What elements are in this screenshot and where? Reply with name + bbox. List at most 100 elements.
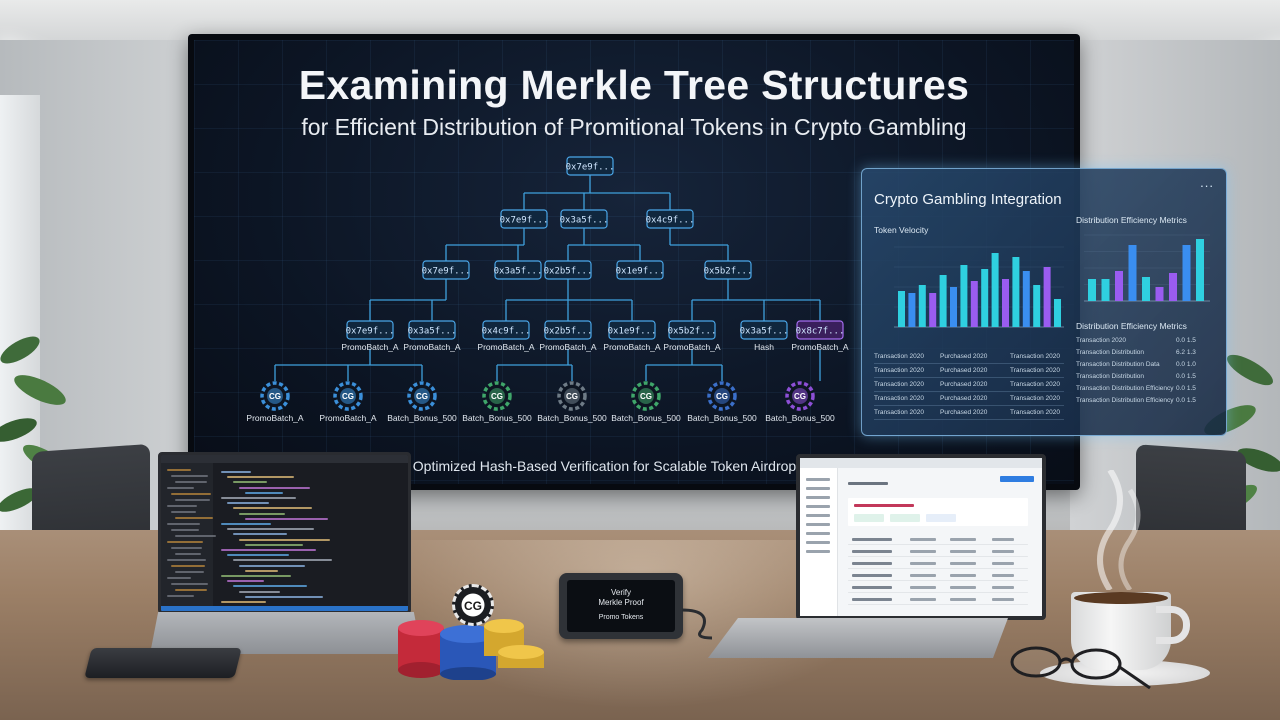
file-tree-item[interactable] [167,487,194,489]
token-leaf-chip[interactable]: CG [631,381,661,411]
merkle-l3-node[interactable]: 0x7e9f... [346,320,395,340]
merkle-l3-label: Hash [754,342,774,352]
merkle-l3-node[interactable]: 0x4c9f... [482,320,531,340]
sidebar-nav-item[interactable] [806,478,830,481]
status-pill [926,514,956,522]
merkle-l2-node[interactable]: 0x5b2f... [704,260,753,280]
chip-label: CG [491,392,503,401]
sidebar-nav-item[interactable] [806,541,830,544]
file-tree-item[interactable] [171,493,211,495]
sidebar-nav-item[interactable] [806,550,830,553]
merkle-l2-node[interactable]: 0x1e9f... [616,260,665,280]
merkle-l2-node[interactable]: 0x3a5f... [494,260,543,280]
sidebar-nav-item[interactable] [806,505,830,508]
merkle-l3-node-hash: 0x5b2f... [668,327,717,337]
device-line-2: Merkle Proof [598,598,644,607]
token-leaf-chip[interactable]: CG [785,381,815,411]
merkle-l2-node[interactable]: 0x7e9f... [422,260,471,280]
velocity-bar [1002,279,1009,327]
table-cell [910,550,936,553]
table-cell [852,586,892,589]
merkle-l2-node[interactable]: 0x2b5f... [544,260,593,280]
device-screen: Verify Merkle Proof Promo Tokens [567,580,675,632]
chip-label: CG [269,392,281,401]
file-tree-item[interactable] [171,475,208,477]
token-velocity-chart [894,246,1064,328]
file-tree-item[interactable] [175,481,207,483]
merkle-l3-node[interactable]: 0x8c7f... [796,320,845,340]
merkle-l1-node[interactable]: 0x7e9f... [500,209,549,229]
status-pill [890,514,920,522]
metric-cell: 0.0 1.5 [1176,385,1196,392]
file-tree-item[interactable] [167,523,200,525]
velocity-bar [950,287,957,327]
token-leaf-chip[interactable]: CG [557,381,587,411]
file-tree-item[interactable] [175,571,204,573]
token-leaf-chip[interactable]: CG [260,381,290,411]
table-cell [950,538,976,541]
chip-label: CG [464,599,482,613]
token-leaf-chip[interactable]: CG [482,381,512,411]
token-leaf-chip[interactable]: CG [707,381,737,411]
file-tree-item[interactable] [167,541,203,543]
efficiency-bar [1128,245,1137,301]
file-tree-item[interactable] [171,565,205,567]
file-tree-item[interactable] [175,535,216,537]
merkle-l1-node[interactable]: 0x4c9f... [646,209,695,229]
file-tree-item[interactable] [167,505,197,507]
file-tree-item[interactable] [175,517,213,519]
file-tree-item[interactable] [171,511,196,513]
file-tree-item[interactable] [167,577,191,579]
merkle-l1-node[interactable]: 0x3a5f... [560,209,609,229]
leaf-label: Batch_Bonus_500 [387,413,457,423]
file-tree-item[interactable] [175,499,210,501]
merkle-l2-node-hash: 0x3a5f... [494,267,543,277]
steam [1097,470,1141,590]
sidebar-nav-item[interactable] [806,514,830,517]
merkle-l3-node[interactable]: 0x2b5f... [544,320,593,340]
metric-cell: 0.0 1.5 [1176,397,1196,404]
sidebar-nav-item[interactable] [806,487,830,490]
transaction-cell: Transaction 2020 [1010,367,1060,374]
file-tree-item[interactable] [175,553,201,555]
merkle-l3-node[interactable]: 0x3a5f... [740,320,789,340]
sidebar-nav-item[interactable] [806,523,830,526]
table-divider [848,544,1028,545]
transaction-cell: Purchased 2020 [940,353,988,360]
primary-button[interactable] [1000,476,1034,482]
metric-cell: Transaction Distribution [1076,373,1145,380]
coffee [1074,592,1168,604]
table-cell [992,574,1014,577]
transaction-cell: Transaction 2020 [874,395,924,402]
file-tree-item[interactable] [167,469,191,471]
metric-cell: Transaction Distribution [1076,349,1145,356]
merkle-root-node[interactable]: 0x7e9f... [566,156,615,176]
efficiency-bar [1155,287,1164,301]
file-tree-item[interactable] [171,583,208,585]
code-line [221,575,291,577]
code-line [233,533,287,536]
token-leaf-chip[interactable]: CG [407,381,437,411]
file-tree-item[interactable] [167,559,206,561]
file-tree-item[interactable] [167,595,194,597]
sidebar-nav-item[interactable] [806,496,830,499]
file-tree-item[interactable] [175,589,207,591]
laptop-left-keyboard [150,612,422,654]
table-cell [992,586,1014,589]
panel-menu-icon[interactable]: ... [1200,175,1214,190]
file-tree-item[interactable] [171,529,199,531]
token-leaf-chip[interactable]: CG [333,381,363,411]
efficiency-chart [1084,234,1210,302]
merkle-l3-node[interactable]: 0x3a5f... [408,320,457,340]
table-cell [992,562,1014,565]
merkle-l3-node[interactable]: 0x1e9f... [608,320,657,340]
merkle-l3-label: PromoBatch_A [341,342,398,352]
merkle-l3-node[interactable]: 0x5b2f... [668,320,717,340]
sidebar-nav-item[interactable] [806,532,830,535]
merkle-l1-node-hash: 0x3a5f... [560,216,609,226]
laptop-left-code-editor [158,452,411,614]
file-tree-item[interactable] [171,547,202,549]
